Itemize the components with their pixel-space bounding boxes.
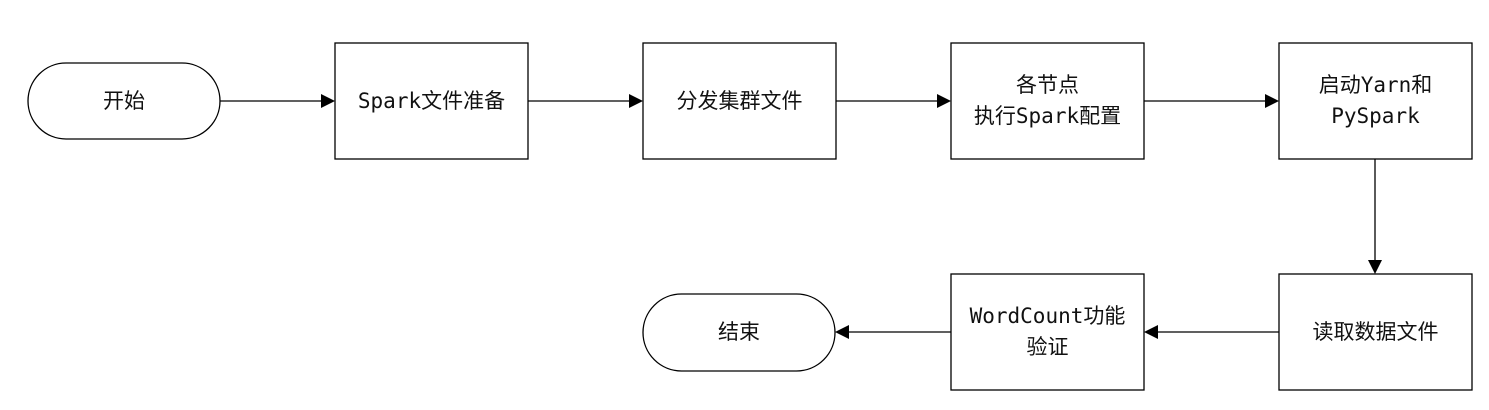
node-spark-config-label-line-1: 各节点	[1016, 73, 1079, 97]
arrowhead-left-icon	[1144, 325, 1158, 339]
distribute-cluster-files-label-line: 分发集群文件	[676, 88, 803, 113]
edge-distribute-to-config	[836, 94, 951, 108]
edge-yarn-to-read	[1368, 159, 1382, 274]
node-spark-config-label-line-2: 执行Spark配置	[973, 104, 1122, 128]
prepare-spark-files-box	[334, 42, 529, 160]
read-data-files-box	[1278, 273, 1473, 391]
arrowhead-right-icon	[937, 94, 951, 108]
distribute-cluster-files-label: 分发集群文件	[643, 43, 836, 159]
arrowhead-right-icon	[321, 94, 335, 108]
start-yarn-pyspark-label-line-2: PySpark	[1331, 104, 1420, 128]
start-yarn-pyspark-box	[1278, 42, 1473, 160]
edge-verify-to-end	[835, 325, 951, 339]
node-spark-config-label: 各节点 执行Spark配置	[951, 43, 1144, 159]
end-terminal	[642, 293, 836, 372]
node-spark-config-box	[950, 42, 1145, 160]
read-data-files-label: 读取数据文件	[1279, 274, 1472, 390]
edge-read-to-verify	[1144, 325, 1279, 339]
start-label-line: 开始	[103, 88, 145, 113]
start-yarn-pyspark-label-line-1: 启动Yarn和	[1318, 73, 1433, 97]
edge-config-to-yarn	[1144, 94, 1279, 108]
arrowhead-left-icon	[835, 325, 849, 339]
start-yarn-pyspark-label: 启动Yarn和 PySpark	[1279, 43, 1472, 159]
arrowhead-down-icon	[1368, 260, 1382, 274]
end-label-line: 结束	[718, 320, 760, 344]
edge-start-to-prepare	[220, 94, 335, 108]
arrowhead-right-icon	[1265, 94, 1279, 108]
wordcount-verify-box	[950, 273, 1145, 391]
wordcount-verify-label-line-1: WordCount功能	[969, 304, 1126, 328]
start-label: 开始	[28, 63, 220, 139]
edge-prepare-to-distribute	[528, 94, 643, 108]
prepare-spark-files-label-line: Spark文件准备	[357, 88, 506, 113]
prepare-spark-files-label: Spark文件准备	[335, 43, 528, 159]
read-data-files-label-line: 读取数据文件	[1312, 319, 1439, 344]
arrowhead-right-icon	[629, 94, 643, 108]
wordcount-verify-label: WordCount功能 验证	[951, 274, 1144, 390]
wordcount-verify-label-line-2: 验证	[1026, 335, 1069, 359]
end-label: 结束	[643, 294, 835, 371]
